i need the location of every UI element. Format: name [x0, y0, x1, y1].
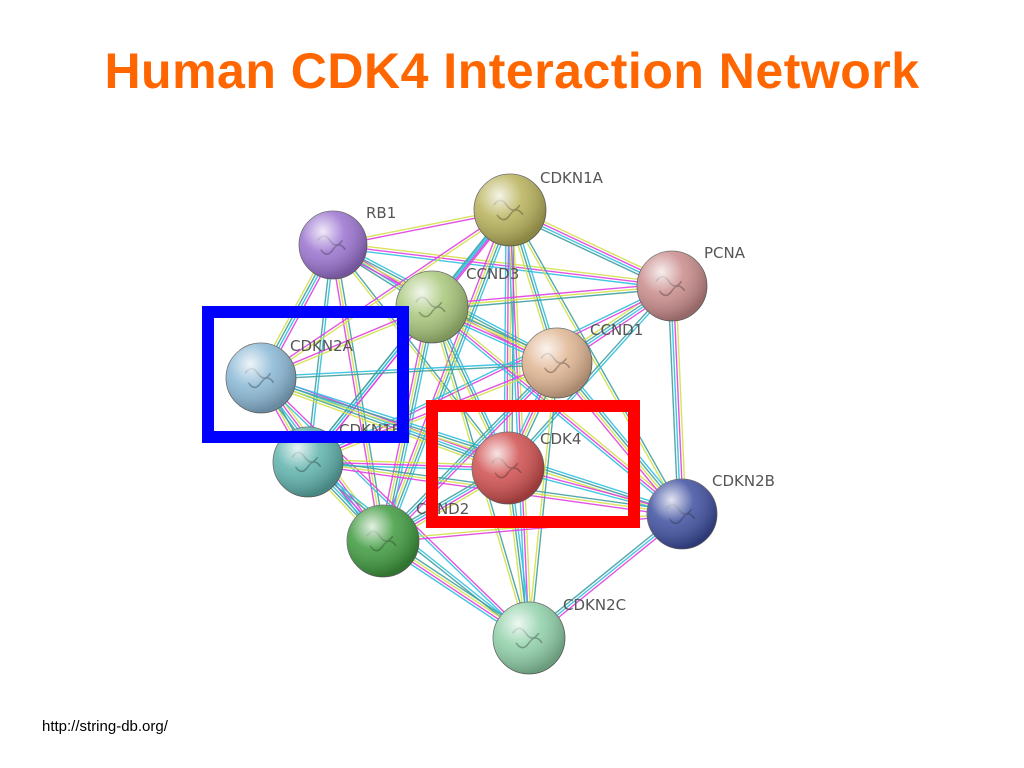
node-label-cdkn2b: CDKN2B [712, 472, 775, 490]
edge-rb1-ccnd2 [332, 244, 384, 542]
edge-pcna-cdkn2b [672, 285, 684, 514]
edge-cdkn1a-cdk4 [508, 210, 512, 469]
edge-rb1-cdkn1b [306, 244, 333, 462]
edge-cdkn1a-cdkn2c [509, 209, 530, 639]
edge-cdkn1a-cdkn2a [259, 208, 510, 378]
node-label-cdkn2c: CDKN2C [563, 596, 626, 614]
node-gloss [472, 432, 544, 504]
node-gloss [273, 427, 343, 497]
edge-cdkn1b-cdkn2c [308, 460, 531, 638]
slide-title: Human CDK4 Interaction Network [104, 43, 920, 99]
node-gloss [474, 174, 546, 246]
edge-cdkn1a-cdkn2b [510, 209, 684, 514]
node-ccnd1[interactable] [521, 327, 593, 399]
edge-pcna-cdkn2b [670, 286, 682, 515]
node-ccnd2[interactable] [346, 504, 420, 578]
node-cdk4[interactable] [471, 431, 545, 505]
node-label-pcna: PCNA [704, 244, 746, 262]
edge-cdkn1a-ccnd2 [381, 209, 510, 541]
edge-cdkn2a-cdkn2b [261, 374, 684, 513]
edge-rb1-pcna [332, 244, 673, 287]
node-label-cdkn1a: CDKN1A [540, 169, 604, 187]
node-cdkn2a[interactable] [225, 342, 297, 414]
node-gloss [637, 251, 707, 321]
edge-pcna-cdk4 [508, 286, 674, 470]
node-cdkn1a[interactable] [473, 173, 547, 247]
edge-cdkn2a-ccnd1 [261, 363, 558, 380]
node-pcna[interactable] [636, 250, 708, 322]
edge-cdkn1a-ccnd2 [378, 208, 508, 540]
edge-ccnd1-ccnd2 [380, 360, 556, 540]
edge-rb1-pcna [332, 246, 672, 290]
edge-pcna-cdkn2b [675, 285, 687, 514]
node-gloss [226, 343, 296, 413]
highlight-box-cdk4 [426, 400, 640, 528]
node-cdkn1b[interactable] [272, 426, 344, 498]
node-ccnd3[interactable] [395, 270, 469, 344]
node-label-cdkn2a: CDKN2A [290, 337, 354, 355]
node-rb1[interactable] [298, 210, 368, 280]
node-label-ccnd2: CCND2 [416, 500, 469, 518]
node-cdkn2b[interactable] [646, 478, 718, 550]
source-link[interactable]: http://string-db.org/ [42, 718, 168, 735]
node-gloss [396, 271, 468, 343]
highlight-box-cdkn2a [202, 306, 409, 443]
node-gloss [647, 479, 717, 549]
node-gloss [299, 211, 367, 279]
node-label-cdk4: CDK4 [540, 430, 581, 448]
node-gloss [493, 602, 565, 674]
edge-pcna-ccnd3 [431, 282, 672, 306]
node-cdkn2c[interactable] [492, 601, 566, 675]
node-label-ccnd1: CCND1 [590, 321, 643, 339]
edge-rb1-ccnd2 [329, 245, 382, 542]
edge-cdkn1a-cdkn2a [261, 210, 512, 380]
edge-ccnd1-ccnd2 [384, 364, 560, 544]
edge-ccnd3-ccnd2 [386, 307, 437, 542]
node-gloss [522, 328, 592, 398]
edge-cdkn1a-ccnd2 [385, 211, 515, 543]
node-label-ccnd3: CCND3 [466, 265, 519, 283]
edge-pcna-cdkn2b [667, 286, 679, 515]
edge-ccnd1-ccnd2 [382, 362, 558, 542]
edge-pcna-ccnd3 [432, 287, 673, 311]
node-label-rb1: RB1 [366, 204, 396, 222]
edge-cdkn1a-ccnd2 [383, 210, 512, 542]
highlight-layer [202, 306, 640, 528]
edge-rb1-pcna [333, 241, 673, 285]
node-gloss [347, 505, 419, 577]
edge-cdkn1a-cdkn2b [508, 210, 682, 515]
nodes-layer [225, 173, 718, 675]
edge-rb1-cdk4 [333, 243, 510, 468]
edge-cdkn1a-cdkn2c [511, 209, 533, 638]
edge-pcna-ccnd3 [431, 285, 673, 308]
